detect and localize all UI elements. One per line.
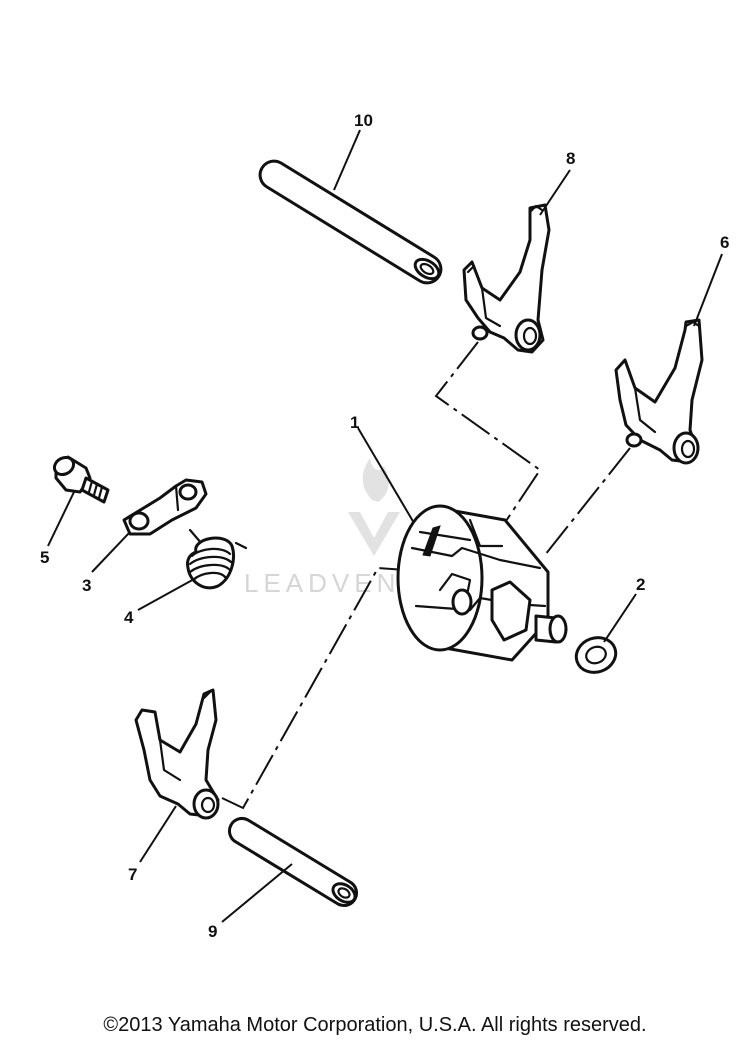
callout-1: 1 bbox=[350, 413, 359, 432]
leader-6 bbox=[693, 253, 723, 327]
stopper-lever-3 bbox=[122, 478, 208, 536]
leader-8 bbox=[539, 169, 571, 216]
leader-lines bbox=[47, 129, 723, 923]
callout-7: 7 bbox=[128, 865, 137, 884]
fork-7-assembly-line bbox=[221, 566, 477, 810]
callout-8: 8 bbox=[566, 149, 575, 168]
fork-6-assembly-line bbox=[544, 447, 631, 556]
guide-bar-9 bbox=[227, 816, 359, 908]
watermark-v-icon bbox=[348, 512, 400, 556]
leader-3 bbox=[91, 531, 131, 573]
callout-5: 5 bbox=[40, 548, 49, 567]
copyright-notice: ©2013 Yamaha Motor Corporation, U.S.A. A… bbox=[103, 1014, 647, 1036]
leader-10 bbox=[333, 129, 361, 191]
watermark-flame-icon bbox=[362, 458, 389, 502]
shift-cam-1 bbox=[396, 504, 568, 662]
shift-fork-8 bbox=[462, 203, 551, 354]
callout-9: 9 bbox=[208, 922, 217, 941]
callout-2: 2 bbox=[636, 575, 645, 594]
shift-fork-7 bbox=[134, 688, 220, 820]
washer-2 bbox=[574, 636, 618, 674]
torsion-spring-4 bbox=[186, 528, 248, 590]
guide-bar-10 bbox=[258, 159, 443, 285]
leader-1 bbox=[357, 427, 415, 524]
leader-7 bbox=[139, 805, 177, 863]
leader-9 bbox=[221, 863, 293, 923]
callout-3: 3 bbox=[82, 576, 91, 595]
callout-4: 4 bbox=[124, 608, 134, 627]
callout-6: 6 bbox=[720, 233, 729, 252]
bolt-5 bbox=[52, 455, 110, 504]
leader-5 bbox=[47, 491, 75, 547]
leader-4 bbox=[137, 577, 197, 611]
assembly-lines bbox=[221, 341, 631, 810]
shift-fork-6 bbox=[614, 318, 704, 465]
fork-8-assembly-line bbox=[434, 341, 542, 531]
callout-10: 10 bbox=[354, 111, 373, 130]
leader-2 bbox=[603, 593, 637, 643]
callout-numbers: 10 8 6 1 2 5 3 4 7 9 bbox=[40, 111, 729, 941]
